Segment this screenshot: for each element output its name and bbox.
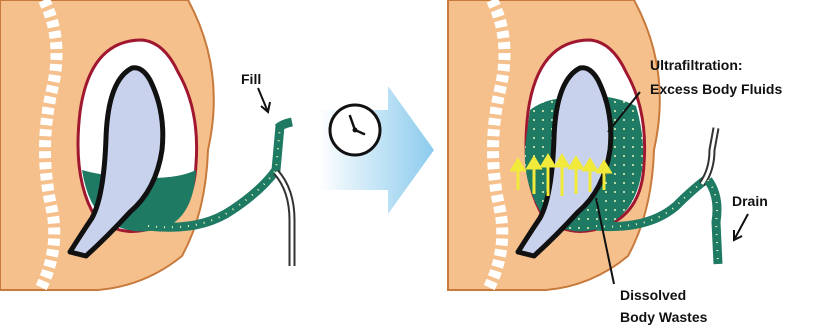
fill-arrow-icon	[258, 88, 270, 112]
right-arrow-icon	[318, 86, 434, 214]
dissolved-label-line1: Dissolved	[620, 287, 686, 303]
clock-center	[353, 128, 358, 133]
dissolved-label-line2: Body Wastes	[620, 309, 708, 325]
fill-panel: Fill	[0, 0, 292, 290]
drain-label: Drain	[732, 193, 768, 209]
drain-arrow-icon	[734, 214, 748, 240]
process-arrow	[318, 86, 434, 214]
ultrafiltration-label-line2: Excess Body Fluids	[650, 81, 782, 97]
ultrafiltration-label-line1: Ultrafiltration:	[650, 57, 743, 73]
drain-panel: Ultrafiltration: Excess Body Fluids Drai…	[448, 0, 782, 325]
fill-label: Fill	[241, 71, 261, 87]
tube-left-top	[278, 122, 292, 128]
tube-right-down	[708, 180, 718, 264]
